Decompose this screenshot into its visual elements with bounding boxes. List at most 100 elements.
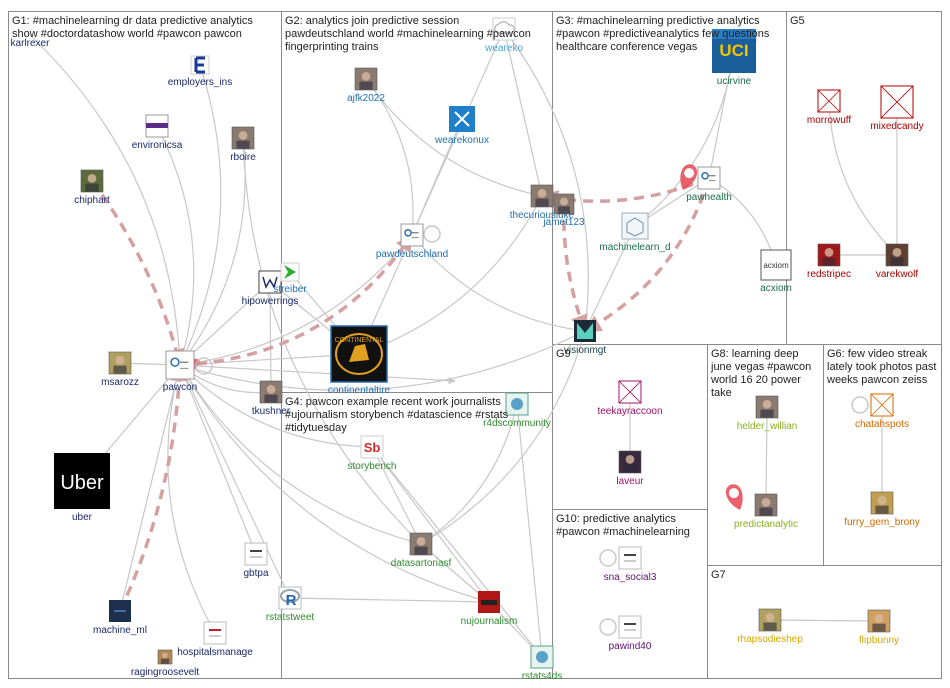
node-label-mixedcandy: mixedcandy [870, 121, 923, 132]
node-nujournalism[interactable]: nujournalism [461, 591, 518, 627]
node-rboire[interactable]: rboire [230, 126, 256, 163]
edges-layer [29, 28, 901, 658]
node-label-furry_gem_brony: furry_gem_brony [844, 517, 920, 528]
node-employers_ins[interactable]: employers_ins [168, 55, 232, 88]
node-label-laveur: laveur [616, 476, 644, 487]
node-label-sna_social3: sna_social3 [604, 572, 657, 583]
person-photo-icon [259, 380, 283, 404]
node-label-predictanalytic: predictanalytic [734, 519, 798, 530]
placeholder-icon [817, 89, 841, 113]
node-mixedcandy[interactable]: mixedcandy [870, 85, 924, 132]
node-redstripec[interactable]: redstripec [807, 243, 851, 280]
group-labels: G1: #machinelearning dr data predictive … [12, 15, 940, 581]
edge-pawcon-nujournalism [179, 364, 490, 604]
group-box-g2 [281, 11, 553, 393]
edge-weareko-visionmgt [503, 28, 590, 332]
edge-pawcon-rstatstweet [179, 364, 291, 599]
node-label-ajfk2022: ajfk2022 [347, 93, 385, 104]
edge-rstatstweet-nujournalism [289, 597, 490, 606]
edge-pawcon-storybench [179, 364, 373, 451]
node-ajfk2022[interactable]: ajfk2022 [347, 67, 385, 104]
edge-pawcon-visionmgt [179, 330, 586, 391]
paw-logo-icon [400, 223, 424, 247]
node-datasartoriasf[interactable]: datasartoriasf [391, 532, 452, 569]
edge-environicsa-pawcon [156, 125, 195, 366]
node-machine_ml[interactable]: machine_ml [93, 600, 147, 636]
node-acxiom[interactable]: acxiom acxiom [760, 249, 792, 294]
node-label-datasartoriasf: datasartoriasf [391, 558, 452, 569]
group-label-g6: G6: few video streak lately took photos … [826, 348, 940, 386]
person-photo-icon [754, 493, 778, 517]
node-predictanalytic[interactable]: predictanalytic [734, 493, 798, 530]
node-label-pawcon: pawcon [163, 382, 197, 393]
group-box-g5 [786, 11, 942, 345]
node-flipbunny[interactable]: flipbunny [859, 609, 899, 646]
w-logo-icon [258, 270, 282, 294]
node-environicsa[interactable]: environicsa [132, 114, 183, 151]
edge-hospitalsmanage-pawcon [167, 364, 216, 634]
cube-logo-icon [621, 212, 649, 240]
node-label-rstats4ds: rstats4ds [522, 671, 563, 682]
node-label-pawind40: pawind40 [609, 641, 652, 652]
person-photo-icon [409, 532, 433, 556]
node-laveur[interactable]: laveur [616, 450, 644, 487]
node-msarozz[interactable]: msarozz [101, 351, 139, 388]
node-rstats4ds[interactable]: rstats4ds [522, 645, 563, 682]
acxiom-logo-text: acxiom [763, 261, 789, 270]
nu-logo-icon [478, 591, 500, 613]
node-sna_social3[interactable]: sna_social3 [604, 546, 657, 583]
node-karlrexer[interactable]: karlrexer [11, 38, 51, 49]
node-rhapsodieshep[interactable]: rhapsodieshep [737, 608, 803, 645]
node-chatahspots[interactable]: chatahspots [855, 393, 909, 430]
node-pawdeutschland[interactable]: pawdeutschland [376, 223, 448, 260]
person-photo-icon [354, 67, 378, 91]
hospitals-logo-icon [203, 621, 227, 645]
node-pawind40[interactable]: pawind40 [609, 615, 652, 652]
ml-logo-icon [109, 600, 131, 622]
highlight-edge-pawcon-pawdeutschland [179, 233, 414, 367]
node-label-teekayraccoon: teekayraccoon [597, 406, 662, 417]
group-label-g7: G7 [711, 569, 726, 581]
node-machinelearn_d[interactable]: machinelearn_d [599, 212, 671, 253]
node-label-uber: uber [72, 512, 93, 523]
node-furry_gem_brony[interactable]: furry_gem_brony [844, 491, 920, 528]
node-weareko[interactable]: weareko [484, 17, 523, 54]
node-label-r4dscommunity: r4dscommunity [483, 418, 551, 429]
edge-rboire-pawcon [179, 137, 246, 366]
group-label-g5: G5 [790, 15, 805, 27]
node-chiphart[interactable]: chiphart [74, 169, 110, 206]
edge-karlrexer-pawcon [29, 34, 184, 366]
group-boxes [8, 11, 942, 679]
pawcon-self-loop [195, 357, 213, 375]
edge-ucirvine-machinelearn_d [634, 50, 735, 227]
node-gbtpa[interactable]: gbtpa [243, 542, 269, 579]
node-varekwolf[interactable]: varekwolf [876, 243, 918, 280]
pawdeutschland-self-loop [423, 225, 441, 243]
node-hipowerrings[interactable]: hipowerrings [242, 270, 299, 307]
node-pawcon[interactable]: pawcon [163, 350, 197, 393]
node-teekayraccoon[interactable]: teekayraccoon [597, 380, 663, 417]
edge-storybench-rstats4ds [371, 446, 543, 658]
node-ragingroosevelt[interactable]: ragingroosevelt [131, 649, 200, 678]
node-hospitalsmanage[interactable]: hospitalsmanage [177, 621, 253, 658]
node-wearekonux[interactable]: wearekonux [434, 106, 489, 146]
node-thecuriousluke[interactable]: thecuriousluke [510, 184, 575, 221]
node-label-acxiom: acxiom [760, 283, 792, 294]
node-label-flipbunny: flipbunny [859, 635, 899, 646]
node-jamet123[interactable]: jamet123 [542, 193, 585, 228]
predictanalytic-self-loop-icon [725, 484, 743, 510]
cartoon-avatar-icon [108, 351, 132, 375]
node-helder_willian[interactable]: helder_willian [737, 395, 798, 432]
node-streiber[interactable]: streiber [273, 262, 307, 295]
node-tkushner[interactable]: tkushner [252, 380, 291, 417]
eye-photo-icon [80, 169, 104, 193]
node-r4dscommunity[interactable]: r4dscommunity [483, 392, 551, 429]
node-visionmgt[interactable]: visionmgt [564, 320, 606, 356]
node-pawhealth[interactable]: pawhealth [686, 166, 732, 203]
node-morrowuff[interactable]: morrowuff [807, 89, 851, 126]
